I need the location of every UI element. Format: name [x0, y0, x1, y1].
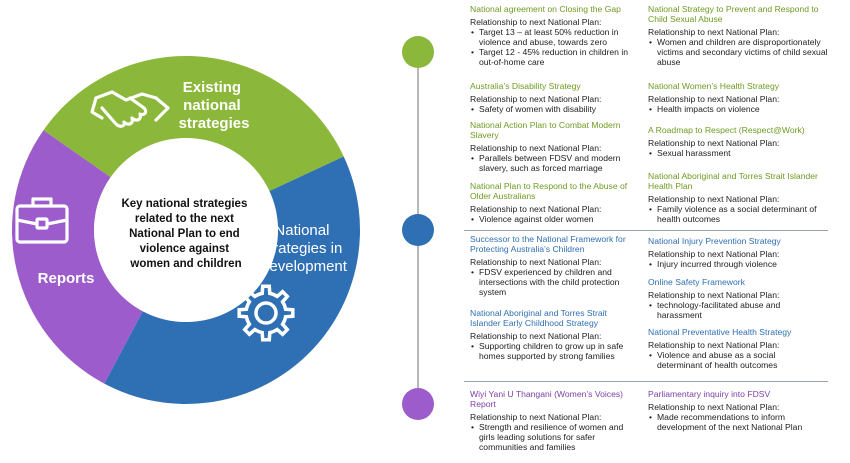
briefcase-icon [15, 197, 69, 244]
existing-label: Existing national strategies [179, 79, 250, 132]
entry-older-australians: National Plan to Respond to the Abuse of… [470, 181, 642, 224]
entry-title: Wiyi Yani U Thangani (Women’s Voices) Re… [470, 389, 624, 409]
entry-title: Online Safety Framework [648, 277, 745, 287]
segment-strategies-in-development [104, 156, 360, 404]
strategy-wheel: Key national strategies related to the n… [11, 56, 360, 404]
segment-reports [11, 130, 143, 384]
entry-title: National Aboriginal and Torres Strait Is… [648, 171, 818, 191]
entry-respect-at-work: A Roadmap to Respect (Respect@Work) Rela… [648, 125, 805, 158]
section-divider [464, 381, 828, 382]
entry-title: National Aboriginal and Torres Strait Is… [470, 308, 607, 328]
entry-protecting-children: Successor to the National Framework for … [470, 234, 638, 297]
entry-title: National Preventative Health Strategy [648, 327, 792, 337]
entry-relationship: Relationship to next National Plan: [470, 17, 602, 27]
entry-closing-the-gap: National agreement on Closing the Gap Re… [470, 4, 642, 67]
entry-title: National Plan to Respond to the Abuse of… [470, 181, 628, 201]
entry-bullet: Women and children are disproportionatel… [649, 37, 828, 67]
gear-icon [237, 284, 295, 342]
entry-disability-strategy: Australia’s Disability Strategy Relation… [470, 81, 601, 114]
entry-injury-prevention: National Injury Prevention Strategy Rela… [648, 236, 781, 269]
entry-atsi-health-plan: National Aboriginal and Torres Strait Is… [648, 171, 823, 224]
timeline-dot-existing [402, 36, 434, 68]
entry-relationship: Relationship to next National Plan: [648, 290, 780, 300]
entry-child-sexual-abuse: National Strategy to Prevent and Respond… [648, 4, 828, 67]
segment-existing-strategies [43, 56, 344, 192]
entry-relationship: Relationship to next National Plan: [648, 94, 780, 104]
entry-relationship: Relationship to next National Plan: [648, 138, 780, 148]
entry-bullet: FDSV experienced by children and interse… [471, 267, 638, 297]
entry-bullet: Made recommendations to inform developme… [649, 412, 818, 432]
entry-title: National Action Plan to Combat Modern Sl… [470, 120, 621, 140]
entry-relationship: Relationship to next National Plan: [470, 412, 602, 422]
handshake-icon [90, 90, 170, 128]
entry-title: National Strategy to Prevent and Respond… [648, 4, 819, 24]
entry-preventative-health: National Preventative Health Strategy Re… [648, 327, 816, 370]
entry-bullet: Family violence as a social determinant … [649, 204, 823, 224]
center-text: Key national strategies related to the n… [121, 198, 250, 270]
wheel-center [94, 138, 278, 322]
entry-relationship: Relationship to next National Plan: [470, 94, 602, 104]
entry-relationship: Relationship to next National Plan: [470, 204, 602, 214]
entry-bullet: technology-facilitated abuse and harassm… [649, 300, 813, 320]
entry-bullet: Injury incurred through violence [649, 259, 781, 269]
entry-title: Successor to the National Framework for … [470, 234, 626, 254]
entry-bullet: Safety of women with disability [471, 104, 601, 114]
development-label: National strategies in development [261, 222, 348, 275]
timeline-dot-development [402, 214, 434, 246]
entry-early-childhood: National Aboriginal and Torres Strait Is… [470, 308, 635, 361]
entry-title: Parliamentary inquiry into FDSV [648, 389, 771, 399]
entry-bullet: Health impacts on violence [649, 104, 779, 114]
entry-womens-health: National Women’s Health Strategy Relatio… [648, 81, 779, 114]
entry-title: A Roadmap to Respect (Respect@Work) [648, 125, 805, 135]
entry-relationship: Relationship to next National Plan: [470, 143, 602, 153]
entry-bullet: Supporting children to grow up in safe h… [471, 341, 635, 361]
entry-title: National Women’s Health Strategy [648, 81, 780, 91]
entry-bullet: Violence against older women [471, 214, 642, 224]
entry-relationship: Relationship to next National Plan: [648, 249, 780, 259]
entry-modern-slavery: National Action Plan to Combat Modern Sl… [470, 120, 640, 173]
entry-bullet: Parallels between FDSV and modern slaver… [471, 153, 640, 173]
entry-relationship: Relationship to next National Plan: [470, 257, 602, 267]
entry-relationship: Relationship to next National Plan: [648, 402, 780, 412]
entry-bullet: Strength and resilience of women and gir… [471, 422, 638, 452]
entry-bullet: Violence and abuse as a social determina… [649, 350, 816, 370]
section-divider [464, 230, 828, 231]
timeline-dot-reports [402, 388, 434, 420]
entry-relationship: Relationship to next National Plan: [470, 331, 602, 341]
entry-bullet: Target 12 - 45% reduction in children in… [471, 47, 642, 67]
entry-title: Australia’s Disability Strategy [470, 81, 581, 91]
entry-parliamentary-inquiry: Parliamentary inquiry into FDSV Relation… [648, 389, 818, 432]
entry-relationship: Relationship to next National Plan: [648, 27, 780, 37]
entry-relationship: Relationship to next National Plan: [648, 340, 780, 350]
reports-label: Reports [38, 270, 95, 287]
entry-online-safety: Online Safety Framework Relationship to … [648, 277, 813, 320]
entry-title: National Injury Prevention Strategy [648, 236, 781, 246]
entry-bullet: Target 13 – at least 50% reduction in vi… [471, 27, 642, 47]
entry-title: National agreement on Closing the Gap [470, 4, 621, 14]
entry-bullet: Sexual harassment [649, 148, 805, 158]
entry-relationship: Relationship to next National Plan: [648, 194, 780, 204]
entry-womens-voices: Wiyi Yani U Thangani (Women’s Voices) Re… [470, 389, 638, 452]
